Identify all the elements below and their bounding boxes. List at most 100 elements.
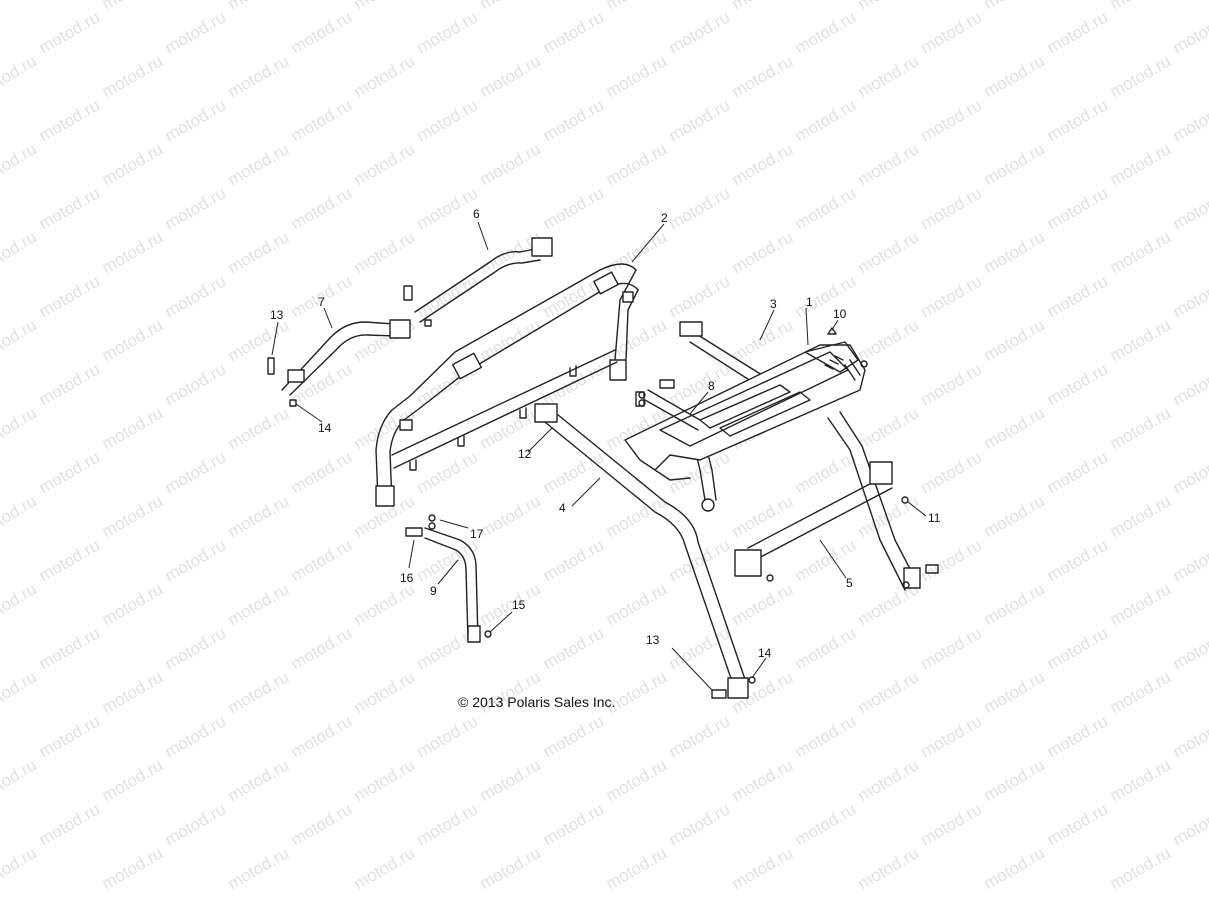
callout-10: 10 [833,307,847,321]
watermark-text: motod.ru [351,139,419,189]
watermark-text: motod.ru [1044,271,1112,321]
watermark-text: motod.ru [855,843,923,893]
watermark-text: motod.ru [540,359,608,409]
watermark-text: motod.ru [0,315,40,365]
watermark-text: motod.ru [1170,535,1209,585]
watermark-text: motod.ru [36,271,104,321]
watermark-text: motod.ru [666,711,734,761]
watermark-text: motod.ru [981,491,1049,541]
watermark-text: motod.ru [540,623,608,673]
watermark-text: motod.ru [99,667,167,717]
watermark-text: motod.ru [792,711,860,761]
watermark-text: motod.ru [162,799,230,849]
watermark-text: motod.ru [414,799,482,849]
watermark-text: motod.ru [1107,315,1175,365]
watermark-text: motod.ru [981,315,1049,365]
watermark-text: motod.ru [288,95,356,145]
watermark-text: motod.ru [792,447,860,497]
watermark-text: motod.ru [1107,0,1175,13]
watermark-text: motod.ru [1170,799,1209,849]
watermark-text: motod.ru [981,579,1049,629]
watermark-text: motod.ru [477,755,545,805]
callout-14-left: 14 [318,421,332,435]
watermark-text: motod.ru [981,403,1049,453]
watermark-text: motod.ru [288,7,356,57]
watermark-text: motod.ru [792,799,860,849]
watermark-text: motod.ru [981,51,1049,101]
watermark-text: motod.ru [729,227,797,277]
watermark-text: motod.ru [162,711,230,761]
callout-17: 17 [470,527,484,541]
watermark-text: motod.ru [0,403,40,453]
callout-2: 2 [661,211,668,225]
watermark-text: motod.ru [540,711,608,761]
watermark-text: motod.ru [792,7,860,57]
watermark-text: motod.ru [603,843,671,893]
watermark-text: motod.ru [36,7,104,57]
watermark-text: motod.ru [99,51,167,101]
watermark-text: motod.ru [540,7,608,57]
watermark-text: motod.ru [1170,183,1209,233]
watermark-text: motod.ru [603,579,671,629]
watermark-text: motod.ru [1170,447,1209,497]
watermark-text: motod.ru [99,227,167,277]
watermark-text: motod.ru [1044,7,1112,57]
watermark-text: motod.ru [351,579,419,629]
watermark-text: motod.ru [855,227,923,277]
watermark-text: motod.ru [99,491,167,541]
watermark-text: motod.ru [729,0,797,13]
watermark-text: motod.ru [351,227,419,277]
watermark-text: motod.ru [99,843,167,893]
watermark-text: motod.ru [162,359,230,409]
callout-6: 6 [473,207,480,221]
watermark-text: motod.ru [414,95,482,145]
watermark-text: motod.ru [603,0,671,13]
watermark-text: motod.ru [1107,227,1175,277]
watermark-text: motod.ru [1044,711,1112,761]
part-2-rear-hoop [375,263,639,507]
callout-11: 11 [928,511,941,525]
watermark-text: motod.ru [36,623,104,673]
leader-lines [271,221,927,691]
watermark-text: motod.ru [477,139,545,189]
watermark-text: motod.ru [918,271,986,321]
watermark-text: motod.ru [225,667,293,717]
watermark-text: motod.ru [729,315,797,365]
part-7-side-bar [267,319,411,407]
watermark-text: motod.ru [1044,359,1112,409]
watermark-text: motod.ru [981,755,1049,805]
watermark-text: motod.ru [225,579,293,629]
watermark-text: motod.ru [855,315,923,365]
watermark-text: motod.ru [414,535,482,585]
watermark-text: motod.ru [414,447,482,497]
watermark-text: motod.ru [603,491,671,541]
watermark-text: motod.ru [225,139,293,189]
watermark-text: motod.ru [918,95,986,145]
watermark-text: motod.ru [918,799,986,849]
watermark-text: motod.ru [792,271,860,321]
watermark-text: motod.ru [855,0,923,13]
callout-labels: 1 2 3 4 5 6 7 8 9 10 11 12 13 13 14 14 1… [270,207,941,660]
callout-12: 12 [518,447,532,461]
callout-13-top: 13 [270,308,284,322]
watermark-text: motod.ru [918,359,986,409]
watermark-text: motod.ru [1044,95,1112,145]
watermark-text: motod.ru [981,139,1049,189]
watermark-text: motod.ru [666,95,734,145]
watermark-text: motod.ru [351,843,419,893]
watermark-text: motod.ru [603,51,671,101]
watermark-text: motod.ru [0,579,40,629]
watermark-text: motod.ru [288,447,356,497]
watermark-text: motod.ru [0,491,40,541]
watermark-text: motod.ru [918,623,986,673]
part-6-upper-bar [403,237,553,327]
copyright-text: © 2013 Polaris Sales Inc. [458,694,615,710]
watermark-text: motod.ru [477,51,545,101]
watermark-text: motod.ru [729,843,797,893]
watermark-text: motod.ru [540,535,608,585]
watermark-text: motod.ru [1170,7,1209,57]
watermark-text: motod.ru [225,403,293,453]
watermark-text: motod.ru [540,799,608,849]
watermark-text: motod.ru [225,227,293,277]
watermark-text: motod.ru [225,315,293,365]
